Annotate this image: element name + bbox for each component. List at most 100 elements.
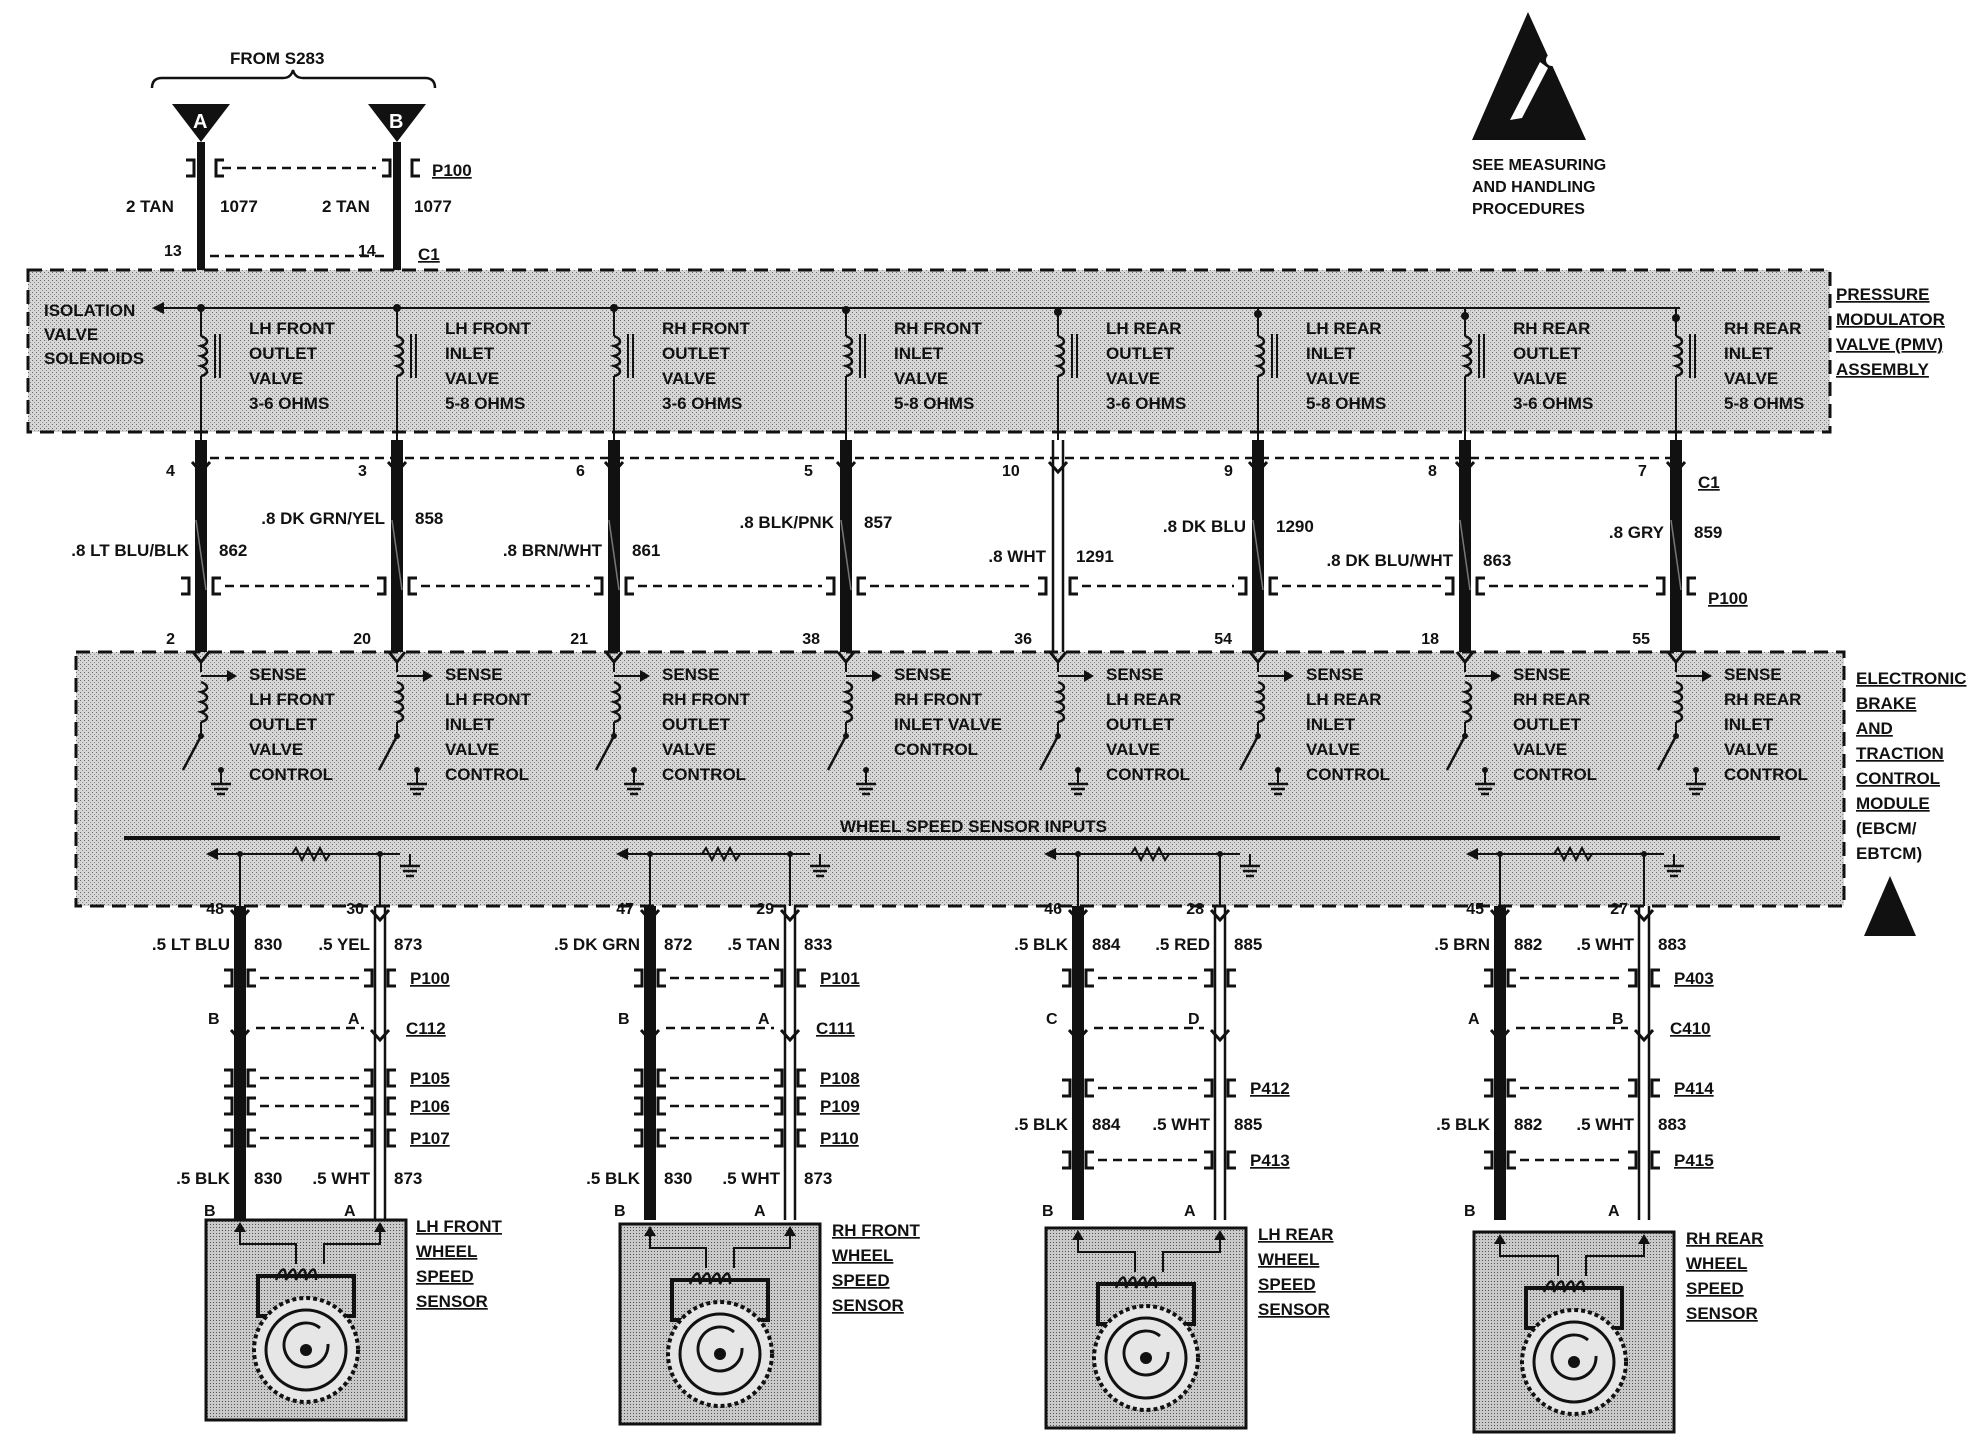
sensor-pin-a: B	[204, 1203, 216, 1220]
c1-pin-5: 9	[1224, 463, 1233, 480]
lower-conn-label-1: P106	[410, 1097, 450, 1116]
sensor-name-line-1: WHEEL	[1686, 1254, 1747, 1273]
tone-ring-inner	[1532, 1320, 1616, 1404]
wire-num-7: 859	[1694, 523, 1722, 542]
pin-13: 13	[164, 243, 182, 260]
ebcm-pin-3: 38	[802, 631, 820, 648]
sense-arrow-icon	[423, 670, 433, 682]
sensor-name-line-1: WHEEL	[1258, 1250, 1319, 1269]
wss-node-a-1	[647, 851, 653, 857]
pmv-valve-1-line-0: LH FRONT	[445, 319, 532, 338]
ebcm-pin-2: 21	[570, 631, 588, 648]
c1-terminal-icon	[1665, 460, 1687, 475]
switch-pivot-1	[394, 733, 400, 739]
sensor-name-line-2: SPEED	[1686, 1279, 1744, 1298]
lower-num-a: 830	[254, 1169, 282, 1188]
c1-mid-label: C1	[1698, 473, 1720, 492]
sensor-name-line-1: WHEEL	[416, 1242, 477, 1261]
wss-node-b-3	[1641, 851, 1647, 857]
ebcm-label-0: ELECTRONIC	[1856, 669, 1967, 688]
ebcm-ctrl-5-line-1: LH REAR	[1306, 690, 1382, 709]
lower-conn-1-left-mate	[1084, 1150, 1094, 1170]
ebcm-wss-pin-b: 28	[1186, 901, 1204, 918]
control-coil-icon	[609, 680, 622, 724]
upper-conn-right	[1204, 968, 1214, 988]
upper-num-a: 884	[1092, 935, 1121, 954]
lower-conn-2-right-mate	[796, 1128, 806, 1148]
c1-terminal-icon	[190, 460, 212, 475]
lower-conn-1-right-mate	[386, 1096, 396, 1116]
terminal-icon	[369, 1028, 391, 1043]
splice-b-label: B	[389, 111, 403, 133]
wss-node-a-2	[1075, 851, 1081, 857]
ground-icon	[211, 782, 231, 796]
ebcm-box	[74, 650, 1846, 908]
from-s283-label: FROM S283	[230, 49, 324, 68]
upper-gauge-a: .5 BLK	[1014, 935, 1069, 954]
c1-pin-4: 10	[1002, 463, 1020, 480]
ebcm-ctrl-2-line-1: RH FRONT	[662, 690, 750, 709]
sensor-arrow-a-icon	[234, 1222, 246, 1232]
pmv-valve-2-line-1: OUTLET	[662, 344, 731, 363]
ebcm-wss-pin-b: 27	[1610, 901, 1628, 918]
wire-num-4: 1291	[1076, 547, 1114, 566]
ground-icon	[1240, 864, 1260, 878]
p100-mid-conn-r-1	[407, 576, 417, 596]
wss-node-a-3	[1497, 851, 1503, 857]
terminal-icon	[1633, 1028, 1655, 1043]
wire-6-stripe	[1459, 519, 1471, 591]
wire-num-1: 858	[415, 509, 443, 528]
mid-conn-label: C111	[816, 1019, 855, 1038]
ebcm-ctrl-4-line-2: OUTLET	[1106, 715, 1175, 734]
wire-1-stripe	[391, 519, 403, 591]
pmv-label-line2: MODULATOR	[1836, 310, 1945, 329]
wire-a-gauge: 2 TAN	[126, 197, 174, 216]
ebcm-ctrl-1-line-3: VALVE	[445, 740, 499, 759]
pmv-valve-4-line-3: 3-6 OHMS	[1106, 394, 1186, 413]
lower-conn-label-2: P107	[410, 1129, 450, 1148]
p100-mid-label: P100	[1708, 589, 1748, 608]
wss-node-b-0	[377, 851, 383, 857]
c1-terminal-icon	[835, 460, 857, 475]
p100-mid-conn-r-6	[1475, 576, 1485, 596]
terminal-icon	[1067, 1028, 1089, 1043]
rotation-arrow-icon	[282, 1321, 330, 1369]
terminal-icon	[779, 908, 801, 923]
lower-conn-0-left	[224, 1068, 234, 1088]
solenoid-coil-icon	[196, 334, 209, 378]
ground-icon	[624, 782, 644, 796]
resistor-icon	[291, 845, 331, 863]
sensor-name-line-3: SENSOR	[1686, 1304, 1758, 1323]
terminal-icon	[229, 908, 251, 923]
upper-conn-left	[224, 968, 234, 988]
sensor-name-line-0: RH FRONT	[832, 1221, 920, 1240]
ebcm-ctrl-6-line-4: CONTROL	[1513, 765, 1597, 784]
resistor-icon	[701, 845, 741, 863]
sensor-name-line-3: SENSOR	[832, 1296, 904, 1315]
ebcm-wss-pin-b: 30	[346, 901, 364, 918]
control-coil-icon	[1460, 680, 1473, 724]
upper-conn-right	[774, 968, 784, 988]
pmv-valve-2-line-0: RH FRONT	[662, 319, 750, 338]
ground-icon	[400, 864, 420, 878]
ebcm-ctrl-1-line-2: INLET	[445, 715, 495, 734]
sensor-arrow-b-icon	[1638, 1234, 1650, 1244]
wire-gauge-4: .8 WHT	[988, 547, 1046, 566]
p100-mid-conn-l-5	[1238, 576, 1248, 596]
ebcm-label-3: TRACTION	[1856, 744, 1944, 763]
sensor-name-line-3: SENSOR	[1258, 1300, 1330, 1319]
ebcm-ctrl-5-line-3: VALVE	[1306, 740, 1360, 759]
transistor-switch-icon	[594, 735, 616, 771]
sense-arrow-icon	[872, 670, 882, 682]
ground-icon	[1268, 782, 1288, 796]
wire-num-0: 862	[219, 541, 247, 560]
ebcm-ctrl-6-line-1: RH REAR	[1513, 690, 1590, 709]
wire-num-3: 857	[864, 513, 892, 532]
sensor-name-line-1: WHEEL	[832, 1246, 893, 1265]
p100-mid-conn-l-4	[1038, 576, 1048, 596]
c1-terminal-icon	[603, 460, 625, 475]
ebcm-ctrl-0-line-2: OUTLET	[249, 715, 318, 734]
ebcm-ctrl-4-line-4: CONTROL	[1106, 765, 1190, 784]
lower-num-b: 885	[1234, 1115, 1262, 1134]
